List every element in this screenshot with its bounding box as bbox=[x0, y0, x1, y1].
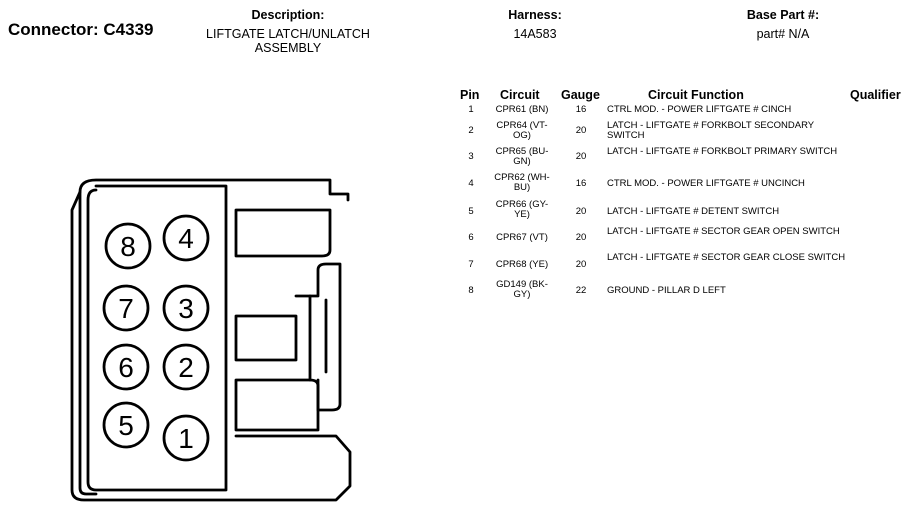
circuit-cell: CPR67 (VT) bbox=[496, 232, 548, 243]
circuit-cell: CPR64 (VT-OG) bbox=[496, 120, 548, 141]
pin-number-8: 8 bbox=[120, 231, 136, 262]
pin-cavity-5 bbox=[102, 401, 150, 449]
function-cell: CTRL MOD. - POWER LIFTGATE # CINCH bbox=[607, 104, 792, 115]
connector-inner-cavity bbox=[86, 184, 228, 492]
pin-cavity-7 bbox=[102, 284, 150, 332]
function-cell: GROUND - PILLAR D LEFT bbox=[607, 285, 726, 296]
gauge-cell: 20 bbox=[575, 151, 587, 162]
gauge-cell: 16 bbox=[575, 178, 587, 189]
pin-cavity-8 bbox=[104, 222, 152, 270]
column-header-circuit: Circuit bbox=[500, 88, 540, 102]
gauge-cell: 20 bbox=[575, 232, 587, 243]
pin-number-5: 5 bbox=[118, 410, 134, 441]
pin-cell: 1 bbox=[468, 104, 474, 115]
gauge-cell: 20 bbox=[575, 259, 587, 270]
pin-cell: 6 bbox=[468, 232, 474, 243]
connector-lock-tab-inner bbox=[308, 294, 328, 382]
pin-number-6: 6 bbox=[118, 352, 134, 383]
gauge-cell: 16 bbox=[575, 104, 587, 115]
pin-cavity-6 bbox=[102, 343, 150, 391]
circuit-cell: CPR65 (BU-GN) bbox=[495, 146, 549, 167]
connector-lock-tab bbox=[294, 262, 342, 412]
function-cell: LATCH - LIFTGATE # DETENT SWITCH bbox=[607, 206, 780, 217]
pin-cell: 2 bbox=[468, 125, 474, 136]
base-part-value: part# N/A bbox=[756, 27, 810, 41]
latch-upper-cutout bbox=[234, 208, 332, 258]
pin-cell: 7 bbox=[468, 259, 474, 270]
gauge-cell: 22 bbox=[575, 285, 587, 296]
pin-number-3: 3 bbox=[178, 293, 194, 324]
circuit-cell: GD149 (BK-GY) bbox=[496, 279, 548, 300]
pin-cavity-4 bbox=[162, 214, 210, 262]
connector-housing-outline bbox=[70, 178, 352, 502]
pin-cavity-1 bbox=[162, 414, 210, 462]
column-header-circuit-function: Circuit Function bbox=[648, 88, 744, 102]
connector-left-lip bbox=[78, 190, 98, 496]
gauge-cell: 20 bbox=[575, 125, 587, 136]
description-label: Description: bbox=[251, 8, 325, 22]
function-cell: LATCH - LIFTGATE # SECTOR GEAR CLOSE SWI… bbox=[607, 252, 846, 263]
column-header-gauge: Gauge bbox=[561, 88, 600, 102]
column-header-qualifier: Qualifier bbox=[850, 88, 901, 102]
harness-label: Harness: bbox=[508, 8, 562, 22]
pin-cell: 8 bbox=[468, 285, 474, 296]
pin-number-4: 4 bbox=[178, 223, 194, 254]
circuit-cell: CPR61 (BN) bbox=[495, 104, 549, 115]
circuit-cell: CPR66 (GY-YE) bbox=[495, 199, 549, 220]
harness-value: 14A583 bbox=[513, 27, 557, 41]
pin-cavity-2 bbox=[162, 343, 210, 391]
base-part-label: Base Part #: bbox=[746, 8, 820, 22]
connector-title: Connector: C4339 bbox=[8, 20, 154, 39]
pin-cavity-3 bbox=[162, 284, 210, 332]
pin-cell: 4 bbox=[468, 178, 474, 189]
pin-number-2: 2 bbox=[178, 352, 194, 383]
circuit-cell: CPR62 (WH-BU) bbox=[494, 172, 550, 193]
pin-number-7: 7 bbox=[118, 293, 134, 324]
description-value: LIFTGATE LATCH/UNLATCH ASSEMBLY bbox=[206, 27, 370, 55]
pin-cell: 3 bbox=[468, 151, 474, 162]
pin-cavities bbox=[102, 214, 210, 462]
circuit-cell: CPR68 (YE) bbox=[495, 259, 549, 270]
function-cell: LATCH - LIFTGATE # SECTOR GEAR OPEN SWIT… bbox=[607, 226, 840, 237]
function-cell: LATCH - LIFTGATE # FORKBOLT SECONDARY SW… bbox=[607, 120, 814, 141]
function-cell: LATCH - LIFTGATE # FORKBOLT PRIMARY SWIT… bbox=[607, 146, 838, 157]
connector-center-key bbox=[234, 314, 298, 362]
pin-cell: 5 bbox=[468, 206, 474, 217]
latch-lower-cutout bbox=[234, 378, 320, 432]
pin-number-1: 1 bbox=[178, 423, 194, 454]
gauge-cell: 20 bbox=[575, 206, 587, 217]
function-cell: CTRL MOD. - POWER LIFTGATE # UNCINCH bbox=[607, 178, 805, 189]
connector-face-diagram: 8 4 7 3 6 2 5 1 bbox=[70, 178, 352, 502]
column-header-pin: Pin bbox=[460, 88, 480, 102]
